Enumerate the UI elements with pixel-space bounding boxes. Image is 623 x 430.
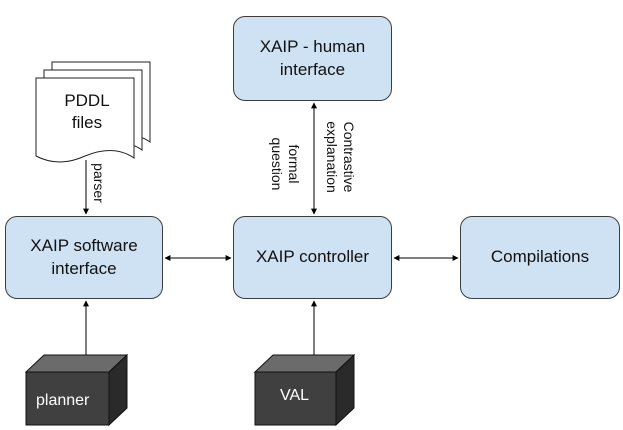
pddl-files-document-stack [35,61,151,163]
compilations-node: Compilations [460,216,620,299]
formal-question-label-line1: formal [286,144,302,184]
xaip-controller-node: XAIP controller [233,216,392,299]
controller-label: XAIP controller [255,247,370,267]
contrastive-explanation-label-line2: explanation [324,121,341,193]
formal-question-label: formal question [266,126,302,202]
val-cube [253,353,356,427]
formal-question-label-line2: question [269,137,286,191]
pddl-files-label: PDDL files [52,90,122,134]
pddl-files-label-line1: PDDL [64,91,110,110]
xaip-software-interface-node: XAIP software interface [5,216,163,299]
contrastive-explanation-label: Contrastive explanation [321,112,357,202]
planner-cube [24,353,129,427]
pddl-files-label-line2: files [71,113,103,133]
software-interface-label-line1: XAIP software [30,236,138,256]
software-interface-label-line2: interface [51,258,117,278]
compilations-label: Compilations [490,247,590,267]
human-interface-label-line2: interface [279,59,346,79]
xaip-human-interface-node: XAIP - human interface [233,16,392,101]
human-interface-label-line1: XAIP - human [259,37,366,57]
val-label: VAL [280,387,310,404]
parser-label: parser [91,163,107,203]
contrastive-explanation-label-line1: Contrastive [341,121,357,193]
planner-label: planner [36,392,90,409]
